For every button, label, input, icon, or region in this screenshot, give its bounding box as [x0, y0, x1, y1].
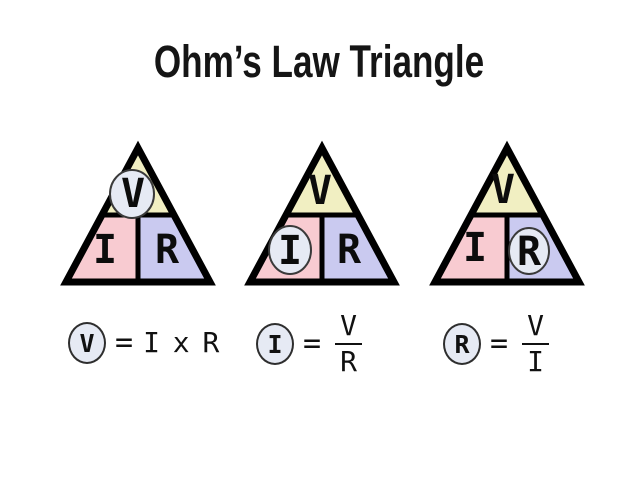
formula-resistance: R = V I — [443, 308, 550, 380]
resistance-label: R — [517, 229, 542, 275]
triangle-outline — [60, 140, 216, 286]
fraction-bar — [335, 342, 363, 346]
equals-sign: = — [115, 325, 134, 360]
fraction: V R — [335, 309, 363, 379]
ohms-triangle-current: V I R — [244, 140, 400, 288]
highlight-circle — [268, 225, 312, 275]
voltage-section — [471, 148, 543, 215]
result-letter: R — [454, 329, 470, 359]
current-section — [66, 215, 138, 282]
triangle-graphic: V I R — [244, 140, 400, 286]
current-label: I — [93, 227, 117, 273]
result-letter: I — [267, 329, 283, 359]
slide-title: Ohm’s Law Triangle — [153, 36, 485, 87]
voltage-section — [286, 148, 358, 215]
equals-sign: = — [490, 326, 509, 361]
triangle-graphic: V I R — [429, 140, 585, 286]
denominator: R — [340, 345, 357, 379]
result-circle: V — [68, 322, 106, 364]
current-label: I — [278, 228, 302, 274]
resistance-section — [138, 215, 210, 282]
highlight-circle — [508, 227, 550, 275]
formula-voltage: V = I x R — [68, 322, 219, 364]
numerator: V — [527, 309, 544, 343]
resistance-label: R — [337, 227, 362, 273]
ohms-triangle-resistance: V I R — [429, 140, 585, 288]
resistance-label: R — [155, 227, 180, 273]
current-section — [435, 215, 507, 282]
equals-sign: = — [303, 326, 322, 361]
fraction-bar — [522, 342, 550, 346]
formula-current: I = V R — [256, 308, 363, 380]
voltage-label: V — [121, 171, 145, 217]
expression: I x R — [143, 326, 220, 359]
triangle-graphic: V I R — [60, 140, 216, 286]
fraction: V I — [522, 309, 550, 379]
triangle-outline — [429, 140, 585, 286]
triangle-outline — [244, 140, 400, 286]
highlight-circle — [109, 169, 155, 219]
voltage-label: V — [308, 168, 332, 214]
voltage-label: V — [491, 167, 515, 213]
result-circle: I — [256, 323, 294, 365]
result-circle: R — [443, 323, 481, 365]
denominator: I — [527, 345, 544, 379]
current-label: I — [463, 225, 487, 271]
resistance-section — [322, 215, 394, 282]
result-letter: V — [79, 328, 95, 358]
numerator: V — [340, 309, 357, 343]
ohms-triangle-voltage: V I R — [60, 140, 216, 288]
